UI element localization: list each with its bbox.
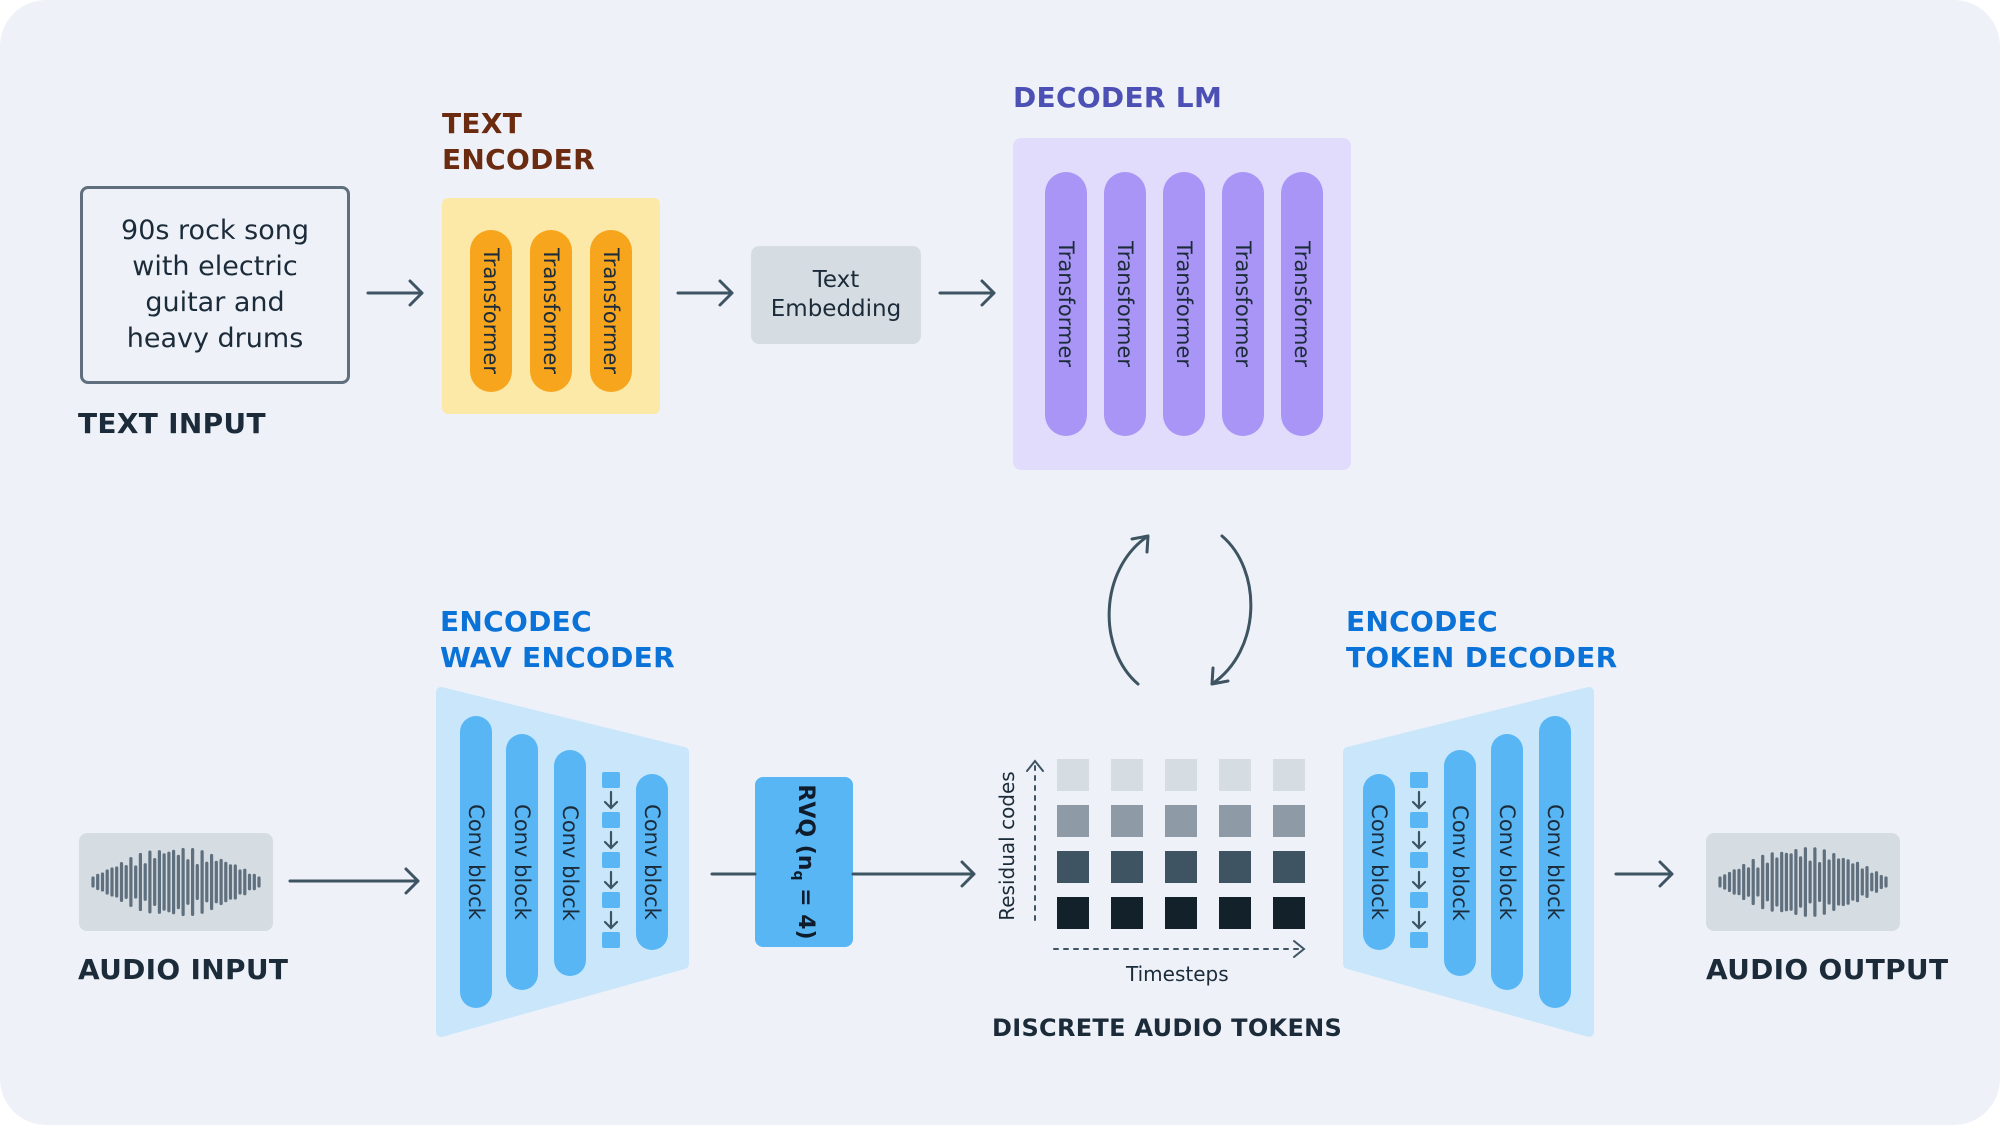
text-embedding-label: Text Embedding [770, 267, 902, 322]
token-decoder-title-line1: ENCODEC [1346, 605, 1498, 638]
timesteps-label: Timesteps [1126, 962, 1229, 986]
audio-input-label: AUDIO INPUT [78, 953, 289, 986]
arrow-input-to-encoder [366, 279, 424, 307]
wav-encoder-conv-block-1: Conv block [460, 716, 492, 1008]
text-input-label: TEXT INPUT [78, 407, 266, 440]
decoder-transformer-1: Transformer [1045, 172, 1087, 436]
audio-token [1057, 759, 1089, 791]
token-decoder-title: ENCODEC TOKEN DECODER [1346, 604, 1617, 676]
audio-token [1057, 851, 1089, 883]
arrow-rvq-to-tokens [851, 860, 976, 888]
text-encoder-transformer-2: Transformer [530, 230, 572, 392]
arrow-audio-to-wav-encoder [288, 867, 420, 895]
audio-token [1165, 851, 1197, 883]
decoder-transformer-4: Transformer [1222, 172, 1264, 436]
rvq-box: RVQ (nq = 4) [755, 777, 853, 947]
text-encoder-transformer-1: Transformer [470, 230, 512, 392]
discrete-audio-tokens-label: DISCRETE AUDIO TOKENS [992, 1014, 1343, 1042]
audio-token [1273, 759, 1305, 791]
text-encoder-transformer-3: Transformer [590, 230, 632, 392]
audio-token [1273, 851, 1305, 883]
decoder-transformer-5: Transformer [1281, 172, 1323, 436]
token-decoder-conv-block-3: Conv block [1491, 734, 1523, 990]
token-decoder-conv-block-1: Conv block [1363, 774, 1395, 950]
audio-token [1273, 897, 1305, 929]
text-encoder-title: TEXT ENCODER [442, 106, 595, 178]
text-encoder-title-line2: ENCODER [442, 143, 595, 176]
arrow-tokens-to-decoder-lm [1107, 534, 1150, 686]
wav-encoder-conv-block-2: Conv block [506, 734, 538, 990]
text-encoder-title-line1: TEXT [442, 107, 523, 140]
text-encoder-panel: Transformer Transformer Transformer [442, 198, 660, 414]
audio-token [1165, 759, 1197, 791]
audio-token [1219, 805, 1251, 837]
arrow-encoder-to-embedding [676, 279, 734, 307]
audio-token [1273, 805, 1305, 837]
audio-token [1111, 851, 1143, 883]
text-input-box: 90s rock song with electric guitar and h… [80, 186, 350, 384]
text-embedding-box: Text Embedding [751, 246, 921, 344]
audio-token [1219, 897, 1251, 929]
audio-input-box [79, 833, 273, 931]
wav-encoder-title-line2: WAV ENCODER [440, 641, 675, 674]
wav-encoder-conv-block-3: Conv block [554, 750, 586, 976]
audio-token [1111, 897, 1143, 929]
wav-encoder-title-line1: ENCODEC [440, 605, 592, 638]
audio-token [1057, 805, 1089, 837]
audio-token [1111, 759, 1143, 791]
waveform-icon [91, 847, 261, 917]
arrow-embedding-to-decoder [938, 279, 996, 307]
arrow-decoder-to-audio [1614, 860, 1674, 888]
audio-token [1111, 805, 1143, 837]
wav-encoder-conv-block-4: Conv block [636, 774, 668, 950]
arrow-decoder-lm-to-tokens [1210, 534, 1253, 686]
decoder-lm-title: DECODER LM [1013, 81, 1223, 114]
audio-token [1165, 805, 1197, 837]
audio-token [1219, 759, 1251, 791]
audio-token [1219, 851, 1251, 883]
decoder-transformer-2: Transformer [1104, 172, 1146, 436]
decoder-transformer-3: Transformer [1163, 172, 1205, 436]
token-decoder-title-line2: TOKEN DECODER [1346, 641, 1618, 674]
audio-token [1057, 897, 1089, 929]
audio-output-label: AUDIO OUTPUT [1706, 953, 1949, 986]
decoder-lm-panel: Transformer Transformer Transformer Tran… [1013, 138, 1351, 470]
token-decoder-conv-block-2: Conv block [1444, 750, 1476, 976]
wav-encoder-title: ENCODEC WAV ENCODER [440, 604, 675, 676]
waveform-icon [1718, 847, 1888, 917]
audio-token [1165, 897, 1197, 929]
text-prompt: 90s rock song with electric guitar and h… [121, 215, 309, 354]
audio-output-box [1706, 833, 1900, 931]
token-decoder-conv-block-4: Conv block [1539, 716, 1571, 1008]
